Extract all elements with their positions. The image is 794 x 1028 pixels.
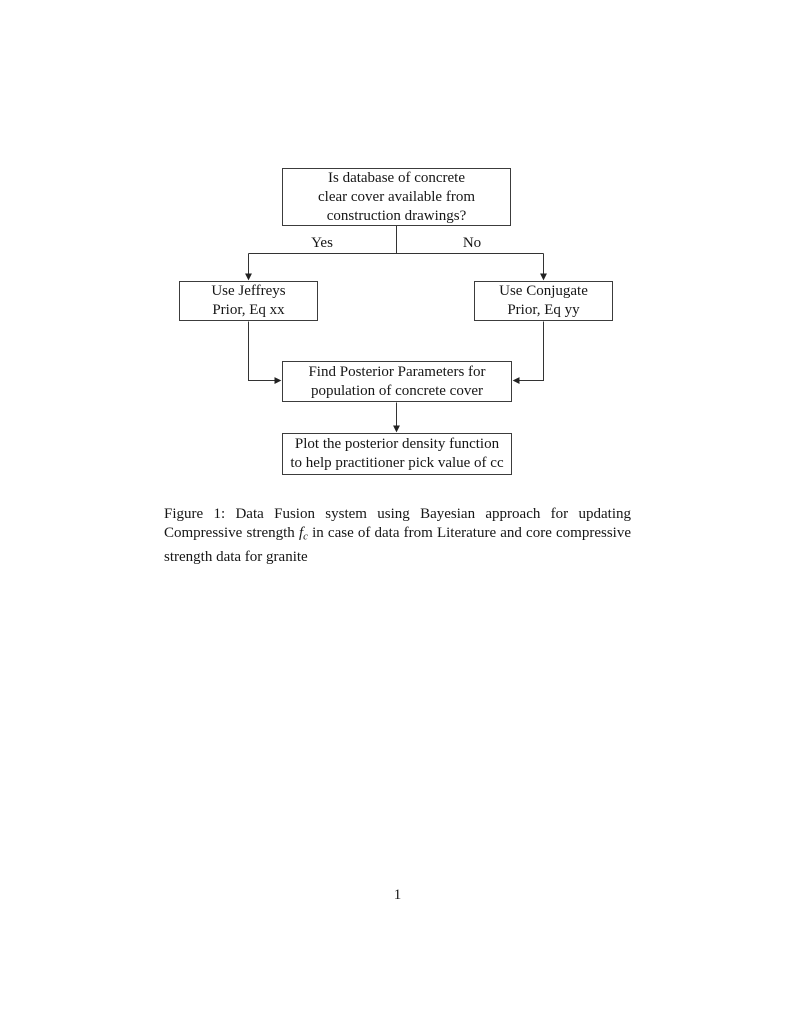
node-text-line: Plot the posterior density function [294, 436, 500, 452]
branch-label-no: No [462, 235, 482, 251]
node-text-line: clear cover available from [318, 188, 475, 205]
caption-math-fc: fc [298, 525, 308, 544]
node-text-line: Prior, Eq xx [212, 302, 285, 318]
caption-text-before-math: Figure 1: Data Fusion system using Bayes… [164, 506, 631, 542]
node-text-line: Is database of concrete [327, 169, 465, 186]
node-text-line: Prior, Eq yy [507, 302, 580, 318]
node-text-line: to help practitioner pick value of cc [290, 455, 504, 471]
edge-jeffreys-posterior [248, 321, 282, 384]
math-subscript-c: c [303, 531, 308, 544]
caption-text-after-math: in case of data from Literature and core… [164, 525, 631, 565]
flowchart-node-posterior-parameters: Find Posterior Parameters for population… [282, 361, 512, 402]
node-text-line: construction drawings? [326, 207, 467, 224]
flowchart-node-plot-density: Plot the posterior density function to h… [282, 433, 512, 475]
node-text-line: Find Posterior Parameters for [308, 363, 486, 380]
flowchart-node-start-question: Is database of concrete clear cover avai… [282, 168, 511, 226]
figure-caption: Figure 1: Data Fusion system using Bayes… [164, 505, 631, 567]
node-text-line: Use Jeffreys [211, 283, 286, 299]
branch-label-yes: Yes [311, 235, 333, 251]
page-number: 1 [393, 887, 402, 903]
edge-conjugate-posterior [512, 321, 544, 384]
node-text-line: population of concrete cover [310, 382, 483, 399]
node-text-line: Use Conjugate [499, 283, 588, 299]
math-variable-f: f [298, 525, 304, 542]
flowchart-node-conjugate-prior: Use Conjugate Prior, Eq yy [474, 281, 613, 321]
flowchart-node-jeffreys-prior: Use Jeffreys Prior, Eq xx [179, 281, 318, 321]
